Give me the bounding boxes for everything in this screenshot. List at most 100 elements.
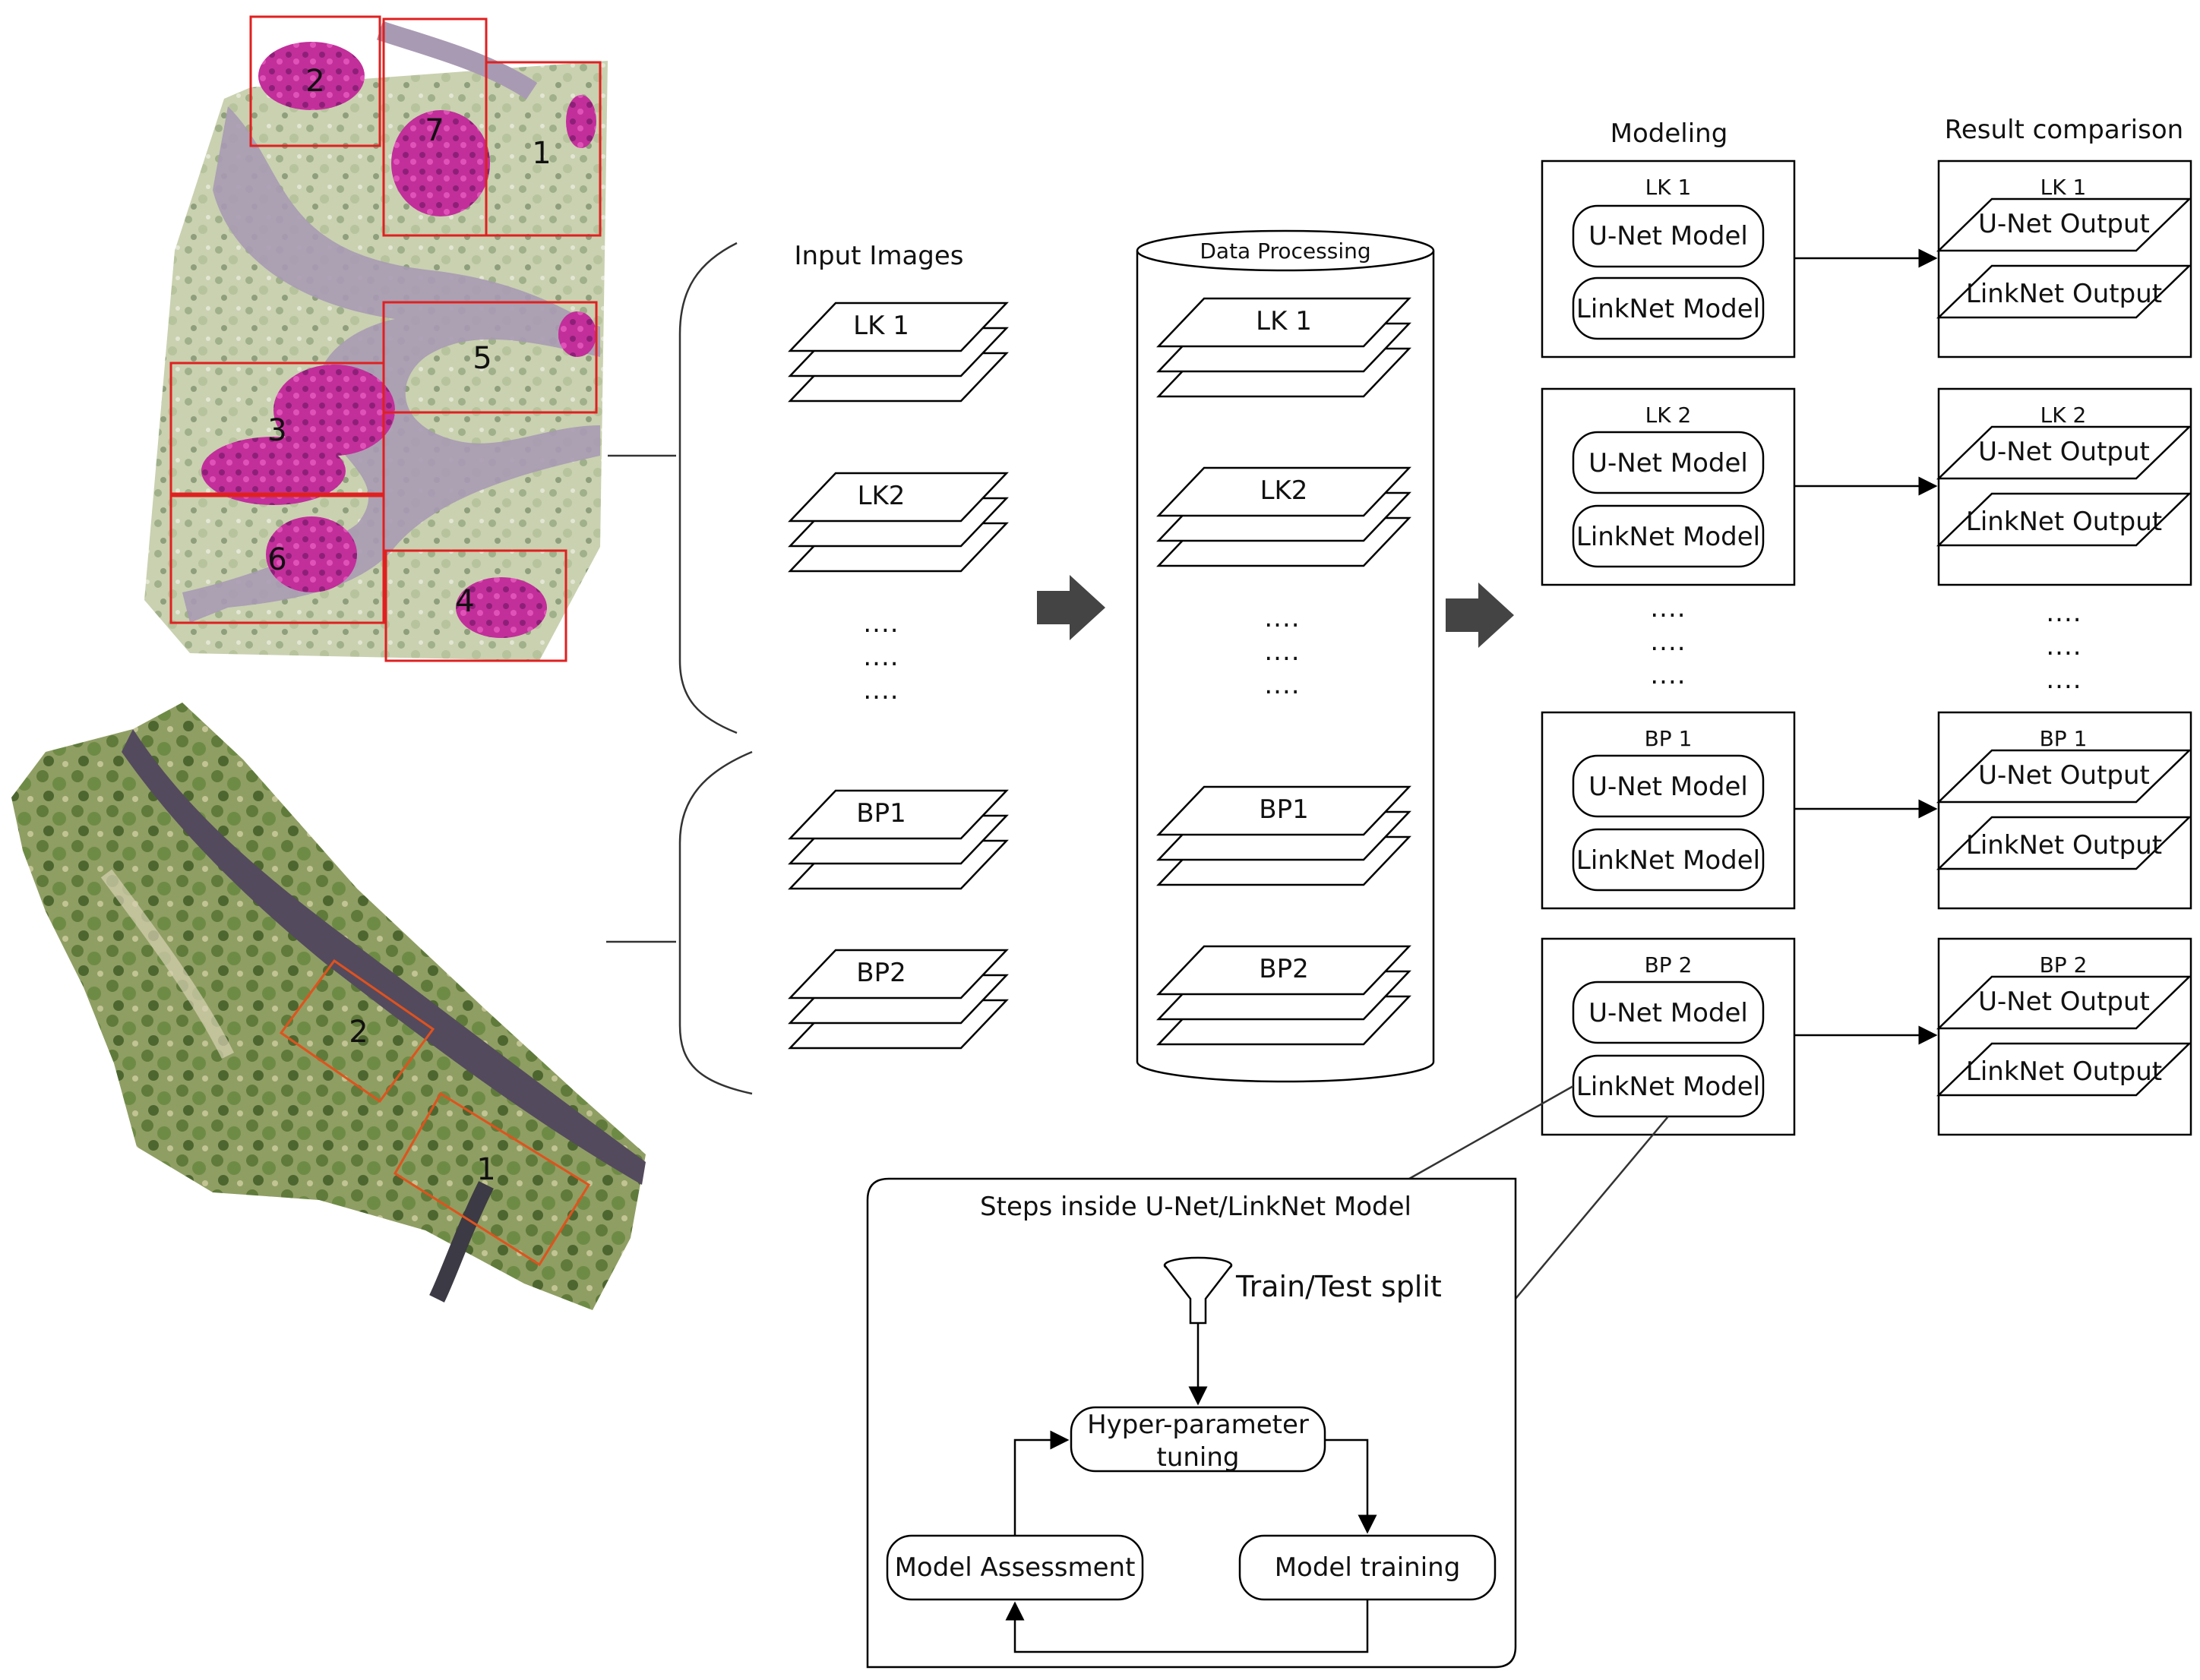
result-box-bp1: BP 1 U-Net Output LinkNet Output	[1936, 711, 2192, 910]
ellipsis: ....	[863, 675, 899, 706]
funnel-icon	[1163, 1256, 1233, 1325]
linknet-output-label: LinkNet Output	[1966, 507, 2162, 537]
linknet-model-node	[1572, 504, 1765, 568]
linknet-output-node	[1936, 816, 2192, 870]
unet-output-label: U-Net Output	[1978, 760, 2150, 791]
processed-stack-bp2: BP2	[1156, 945, 1411, 1046]
result-box-label: BP 2	[2040, 952, 2088, 977]
processed-stack-label: LK2	[1260, 475, 1308, 506]
linknet-model-label: LinkNet Model	[1576, 294, 1760, 324]
input-stack-bp2: BP2	[788, 949, 1009, 1050]
input-stack-label: LK 1	[853, 311, 909, 341]
flow-arrow-2	[1446, 583, 1514, 648]
model-steps-title: Steps inside U-Net/LinkNet Model	[980, 1192, 1411, 1222]
unet-output-node	[1936, 425, 2192, 480]
ellipsis: ....	[863, 642, 899, 672]
aerial-map-site-1: 2 7 1 5 3 6 4	[144, 15, 608, 662]
input-stack-lk2: LK2	[788, 472, 1009, 573]
model-box-label: BP 1	[1645, 726, 1693, 751]
result-box-label: LK 2	[2040, 403, 2087, 428]
unet-model-label: U-Net Model	[1588, 772, 1748, 802]
model-box-bp1: BP 1 U-Net Model LinkNet Model	[1541, 711, 1796, 910]
unet-model-node	[1572, 431, 1765, 494]
input-stack-bp1: BP1	[788, 789, 1009, 890]
unet-model-node	[1572, 204, 1765, 268]
unet-output-label: U-Net Output	[1978, 437, 2150, 467]
zoom-line	[1515, 1116, 1669, 1299]
plot-number: 2	[305, 64, 324, 99]
linknet-model-node	[1572, 276, 1765, 340]
plot-number: 7	[425, 113, 444, 148]
ellipsis: ....	[863, 608, 899, 639]
ellipsis: ....	[1264, 603, 1300, 633]
tuning-label-line1: Hyper-parameter	[1087, 1410, 1309, 1440]
linknet-output-node	[1936, 1042, 2192, 1097]
unet-output-node	[1936, 749, 2192, 804]
model-training-label: Model training	[1275, 1552, 1461, 1583]
ellipsis: ....	[1650, 627, 1686, 657]
plot-box-2	[249, 15, 381, 147]
linknet-model-label: LinkNet Model	[1576, 845, 1760, 876]
model-box-lk1: LK 1 U-Net Model LinkNet Model	[1541, 159, 1796, 358]
plot-box-6	[169, 492, 385, 624]
processed-stack-label: BP1	[1259, 794, 1308, 825]
connector-arrow	[1325, 1438, 1377, 1534]
input-stack-lk1: LK 1	[788, 302, 1009, 403]
data-processing-title: Data Processing	[1200, 238, 1370, 264]
flow-arrow-1	[1037, 575, 1105, 640]
plot-box-4	[384, 549, 567, 662]
plot-number: 2	[349, 1015, 368, 1050]
result-box-bp2: BP 2 U-Net Output LinkNet Output	[1936, 937, 2192, 1136]
unet-model-node	[1572, 981, 1765, 1044]
ellipsis: ....	[1264, 670, 1300, 700]
connector-arrow	[1013, 1430, 1070, 1536]
model-box-label: LK 1	[1645, 175, 1692, 200]
ellipsis: ....	[1650, 660, 1686, 690]
result-box-lk2: LK 2 U-Net Output LinkNet Output	[1936, 387, 2192, 586]
plot-number: 6	[267, 542, 286, 577]
result-box-label: BP 1	[2040, 726, 2088, 751]
plot-box-1	[393, 1091, 591, 1267]
plot-box-2	[279, 958, 435, 1104]
model-box-label: LK 2	[1645, 403, 1692, 428]
processed-stack-bp1: BP1	[1156, 785, 1411, 886]
input-stack-label: BP1	[856, 798, 906, 829]
plot-number: 3	[267, 413, 286, 448]
linknet-model-label: LinkNet Model	[1576, 1072, 1760, 1102]
processed-stack-label: LK 1	[1256, 306, 1312, 336]
zoom-line	[1408, 1085, 1574, 1180]
unet-model-label: U-Net Model	[1588, 998, 1748, 1028]
ellipsis: ....	[1650, 593, 1686, 624]
connector-arrow	[1005, 1599, 1369, 1653]
plot-number: 5	[473, 341, 492, 376]
ellipsis: ....	[2046, 598, 2081, 628]
processed-stack-lk1: LK 1	[1156, 297, 1411, 398]
unet-output-node	[1936, 975, 2192, 1030]
tuning-label-line2: tuning	[1156, 1442, 1239, 1473]
model-box-lk2: LK 2 U-Net Model LinkNet Model	[1541, 387, 1796, 586]
plot-box-3	[169, 362, 385, 497]
plot-number: 1	[532, 136, 551, 171]
unet-model-label: U-Net Model	[1588, 448, 1748, 478]
linknet-output-node	[1936, 492, 2192, 547]
unet-model-node	[1572, 754, 1765, 818]
processed-stack-lk2: LK2	[1156, 466, 1411, 567]
processed-stack-label: BP2	[1259, 954, 1308, 984]
model-box-bp2: BP 2 U-Net Model LinkNet Model	[1541, 937, 1796, 1136]
ellipsis: ....	[2046, 665, 2081, 695]
input-images-title: Input Images	[794, 241, 963, 271]
plot-number: 4	[455, 584, 474, 619]
linknet-model-label: LinkNet Model	[1576, 522, 1760, 552]
result-comparison-title: Result comparison	[1945, 115, 2183, 145]
plot-box-5	[382, 301, 598, 414]
result-box-label: LK 1	[2040, 175, 2087, 200]
linknet-model-node	[1572, 828, 1765, 892]
train-test-split-label: Train/Test split	[1235, 1270, 1442, 1303]
model-assessment-label: Model Assessment	[895, 1552, 1136, 1583]
modeling-title: Modeling	[1610, 118, 1728, 149]
linknet-output-label: LinkNet Output	[1966, 279, 2162, 309]
brace-lk	[678, 242, 738, 734]
plot-box-1	[485, 61, 602, 237]
unet-model-label: U-Net Model	[1588, 221, 1748, 251]
